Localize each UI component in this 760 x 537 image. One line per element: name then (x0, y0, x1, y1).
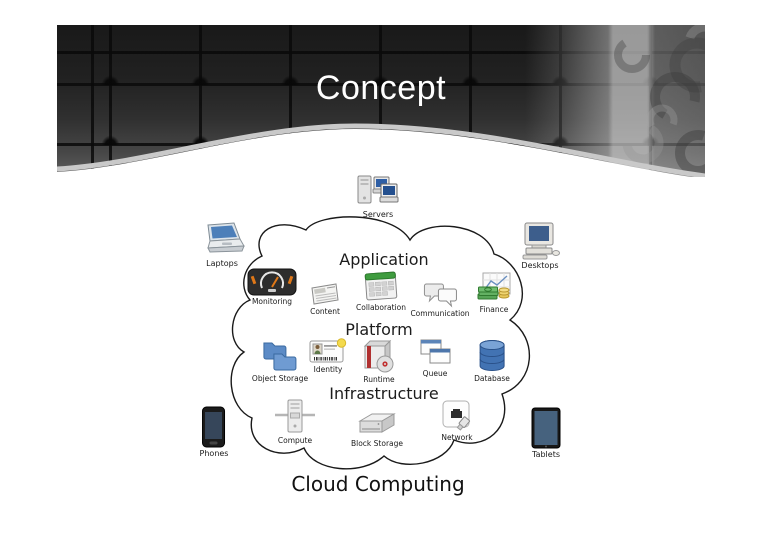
newspaper-icon (309, 282, 341, 306)
monitoring-icon (247, 268, 297, 296)
finance-label: Finance (479, 305, 509, 314)
node-object-storage: Object Storage (252, 337, 308, 383)
compute-label: Compute (277, 436, 313, 445)
node-compute: Compute (275, 399, 315, 445)
database-icon (476, 337, 508, 373)
node-phones: Phones (199, 406, 229, 458)
node-queue: Queue (418, 338, 452, 378)
tablets-label: Tablets (532, 450, 560, 459)
node-collaboration: Collaboration (356, 270, 406, 312)
desktop-icon (518, 222, 562, 260)
content-label: Content (310, 307, 340, 316)
folders-icon (261, 337, 299, 373)
network-label: Network (441, 433, 473, 442)
servers-label: Servers (362, 210, 394, 219)
node-finance: Finance (476, 272, 512, 314)
collaboration-label: Collaboration (356, 303, 406, 312)
node-laptops: Laptops (198, 222, 246, 268)
calendar-icon (362, 270, 400, 302)
node-runtime: Runtime (361, 340, 397, 384)
finance-icon (476, 272, 512, 304)
database-label: Database (474, 374, 510, 383)
desktops-label: Desktops (521, 261, 559, 270)
node-communication: Communication (410, 282, 470, 318)
node-servers: Servers (355, 175, 401, 219)
slide-title: Concept (315, 69, 447, 107)
laptop-icon (198, 222, 246, 258)
queue-label: Queue (422, 369, 448, 378)
laptops-label: Laptops (206, 259, 238, 268)
communication-label: Communication (410, 309, 470, 318)
monitoring-label: Monitoring (251, 297, 293, 306)
node-content: Content (309, 282, 341, 316)
layer-application: Application (339, 250, 429, 269)
id-card-icon (309, 338, 347, 364)
crescent-decoration (614, 25, 705, 176)
node-database: Database (474, 337, 510, 383)
node-monitoring: Monitoring (247, 268, 297, 306)
speech-bubbles-icon (422, 282, 458, 308)
phone-icon (202, 406, 226, 448)
server-tower-icon (275, 399, 315, 435)
disk-drive-icon (356, 412, 398, 438)
node-identity: Identity (309, 338, 347, 374)
identity-label: Identity (313, 365, 343, 374)
software-box-icon (361, 340, 397, 374)
runtime-label: Runtime (363, 375, 395, 384)
wave-edge (57, 123, 705, 177)
layer-infrastructure: Infrastructure (329, 384, 439, 403)
node-desktops: Desktops (518, 222, 562, 270)
tablet-icon (531, 407, 561, 449)
node-tablets: Tablets (531, 407, 561, 459)
object-storage-label: Object Storage (251, 374, 309, 383)
servers-icon (355, 175, 401, 209)
node-network: Network (441, 400, 473, 442)
windows-icon (418, 338, 452, 368)
node-block-storage: Block Storage (351, 412, 403, 448)
phones-label: Phones (199, 449, 229, 458)
ethernet-port-icon (441, 400, 473, 432)
layer-platform: Platform (345, 320, 413, 339)
diagram-caption: Cloud Computing (291, 472, 465, 496)
slide-header-banner: Concept (57, 25, 705, 177)
block-storage-label: Block Storage (350, 439, 404, 448)
